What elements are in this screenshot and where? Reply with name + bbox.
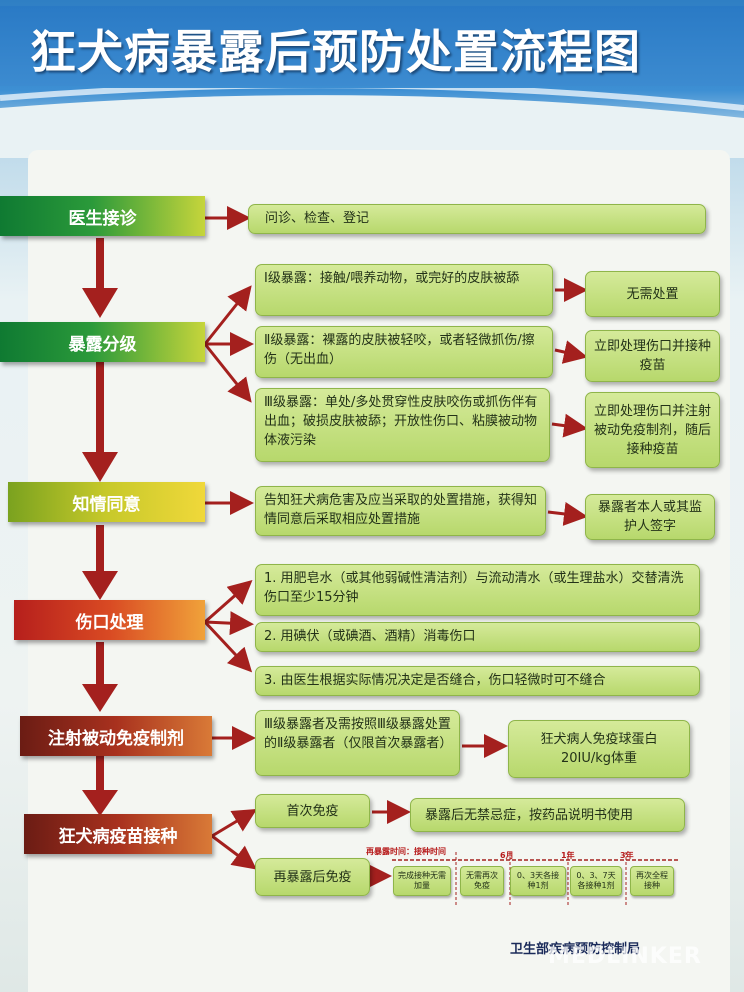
step-vaccine: 狂犬病疫苗接种 <box>24 814 212 854</box>
box-serum-target: Ⅲ级暴露者及需按照Ⅲ级暴露处置的Ⅱ级暴露者（仅限首次暴露者） <box>255 710 460 776</box>
box-wound-3: 3. 由医生根据实际情况决定是否缝合，伤口轻微时可不缝合 <box>255 666 700 696</box>
box-first-note: 暴露后无禁忌症，按药品说明书使用 <box>410 798 685 832</box>
page-title: 狂犬病暴露后预防处置流程图 <box>30 25 641 79</box>
box-exam: 问诊、检查、登记 <box>248 204 706 234</box>
box-first-immunization: 首次免疫 <box>255 794 370 828</box>
step-doctor: 医生接诊 <box>0 196 205 236</box>
timeline-mark-1y: 1年 <box>561 851 575 860</box>
timeline-cell: 0、3、7天各接种1剂 <box>570 866 622 896</box>
timeline-cell: 无需再次免疫 <box>460 866 504 896</box>
timeline-header: 再暴露时间：接种时间 <box>366 847 446 856</box>
box-grade3: Ⅲ级暴露：单处/多处贯穿性皮肤咬伤或抓伤伴有出血；破损皮肤被舔；开放性伤口、粘膜… <box>255 388 550 462</box>
box-consent-sign: 暴露者本人或其监护人签字 <box>585 494 715 540</box>
timeline-cell: 0、3天各接种1剂 <box>510 866 566 896</box>
watermark: MEDLINKER <box>548 944 702 969</box>
box-consent: 告知狂犬病危害及应当采取的处置措施，获得知情同意后采取相应处置措施 <box>255 486 546 536</box>
timeline-cell: 再次全程接种 <box>630 866 674 896</box>
box-grade2: Ⅱ级暴露：裸露的皮肤被轻咬，或者轻微抓伤/擦伤（无出血） <box>255 326 553 378</box>
timeline-mark-6m: 6月 <box>500 851 514 860</box>
box-wound-2: 2. 用碘伏（或碘酒、酒精）消毒伤口 <box>255 622 700 652</box>
box-grade1-action: 无需处置 <box>585 271 720 317</box>
timeline-cell: 完成接种无需加量 <box>393 866 451 896</box>
box-re-immunization: 再暴露后免疫 <box>255 858 370 896</box>
step-wound: 伤口处理 <box>14 600 205 640</box>
box-grade2-action: 立即处理伤口并接种疫苗 <box>585 330 720 382</box>
box-grade3-action: 立即处理伤口并注射被动免疫制剂，随后接种疫苗 <box>585 392 720 468</box>
step-grading: 暴露分级 <box>0 322 205 362</box>
decorative-wave <box>0 88 744 158</box>
step-serum: 注射被动免疫制剂 <box>20 716 212 756</box>
timeline-mark-3y: 3年 <box>620 851 634 860</box>
issuer-footer: 卫生部疾病预防控制局 <box>510 942 641 957</box>
step-consent: 知情同意 <box>8 482 205 522</box>
box-serum-dose: 狂犬病人免疫球蛋白20IU/kg体重 <box>508 720 690 778</box>
title-banner: 狂犬病暴露后预防处置流程图 <box>0 6 744 86</box>
box-grade1: Ⅰ级暴露：接触/喂养动物，或完好的皮肤被舔 <box>255 264 553 316</box>
box-wound-1: 1. 用肥皂水（或其他弱碱性清洁剂）与流动清水（或生理盐水）交替清洗伤口至少15… <box>255 564 700 616</box>
